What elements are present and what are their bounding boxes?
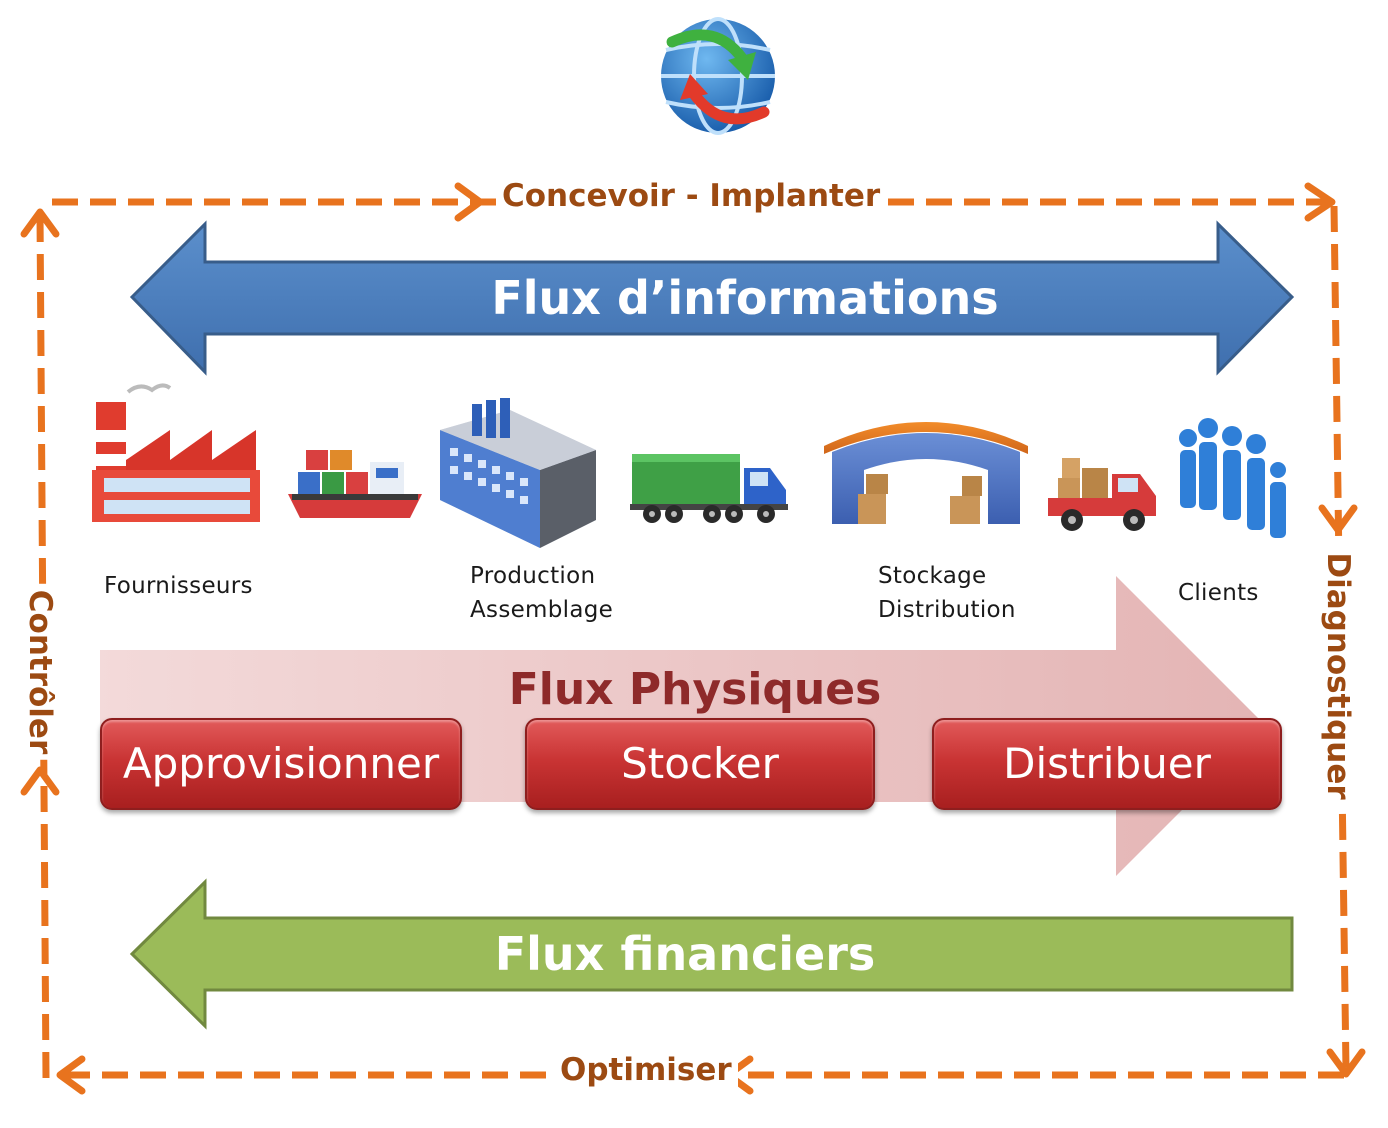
cycle-label-optimize: Optimiser [554,1050,738,1090]
distribute-button[interactable]: Distribuer [932,718,1282,810]
arrowhead-bottom-left [56,1055,86,1095]
production-building-icon [440,398,596,548]
people-icon [1179,418,1286,538]
physical-flow-title: Flux Physiques [508,664,882,715]
truck-icon [630,454,788,523]
stage-label-suppliers: Fournisseurs [104,573,253,599]
arrowhead-left-mid [20,766,60,796]
arrowhead-top-right [1304,182,1336,222]
warehouse-icon [824,422,1028,524]
pickup-truck-icon [1048,458,1156,531]
arrowhead-left-top [20,208,60,238]
information-flow-arrow [129,220,1295,376]
financial-flow-title: Flux financiers [494,927,876,981]
supply-button[interactable]: Approvisionner [100,718,462,810]
stage-label-storage: Stockage [878,563,987,589]
cycle-arrowheads [20,182,1366,1095]
cycle-label-design: Concevoir - Implanter [496,176,887,216]
stage-label-assembly: Assemblage [470,597,614,623]
factory-icon [92,383,260,522]
arrowhead-right-mid [1318,504,1358,534]
globe-arrows-icon [661,17,775,135]
stage-label-distribution: Distribution [878,597,1016,623]
arrowhead-top-mid [454,182,484,222]
cycle-label-diagnose: Diagnostiquer [1318,546,1358,806]
financial-flow-arrow [129,878,1294,1030]
information-flow-title: Flux d’informations [491,271,999,325]
stage-label-production: Production [470,563,596,589]
cycle-label-control: Contrôler [20,583,60,761]
stage-label-clients: Clients [1178,580,1259,606]
arrowhead-right-bottom [1326,1048,1366,1078]
cargo-ship-icon [288,450,422,518]
store-button[interactable]: Stocker [525,718,875,810]
